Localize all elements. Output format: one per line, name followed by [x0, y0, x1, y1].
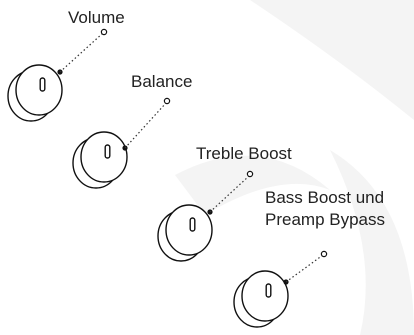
treble-boost-knob-indicator — [189, 217, 196, 232]
background-watermark — [175, 0, 414, 335]
volume-knob-indicator — [39, 77, 46, 92]
balance-knob[interactable] — [72, 131, 128, 189]
treble-boost-label: Treble Boost — [196, 144, 292, 163]
bass-boost-label-dot — [320, 250, 328, 258]
volume-label: Volume — [68, 8, 125, 27]
balance-label-dot — [163, 97, 171, 105]
bass-boost-leader-line — [285, 254, 324, 283]
treble-boost-knob[interactable] — [157, 204, 213, 262]
bass-boost-label-line-1: Bass Boost und — [265, 188, 385, 207]
bass-boost-label: Bass Boost und Preamp Bypass — [265, 187, 385, 231]
treble-boost-label-dot — [246, 170, 254, 178]
volume-leader-line — [59, 32, 104, 73]
volume-label-dot — [100, 28, 108, 36]
bass-boost-knob[interactable] — [233, 270, 289, 328]
treble-boost-leader-line — [209, 175, 250, 213]
bass-boost-label-line-2: Preamp Bypass — [265, 210, 385, 229]
volume-knob[interactable] — [7, 64, 63, 122]
balance-leader-line — [124, 102, 167, 149]
balance-knob-indicator — [104, 144, 111, 159]
balance-label: Balance — [131, 72, 193, 91]
bass-boost-knob-indicator — [265, 283, 272, 298]
